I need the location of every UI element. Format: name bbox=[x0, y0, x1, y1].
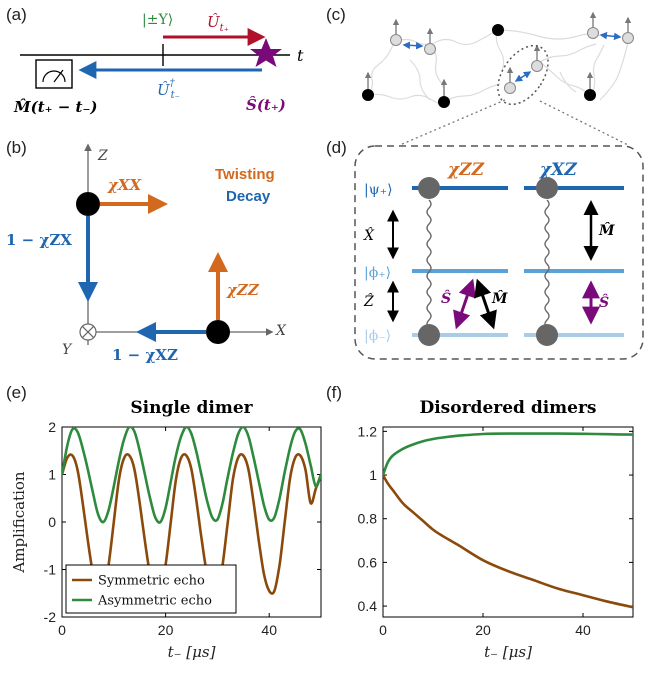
chart-single-dimer: Single dimer 0 20 40 -2 -1 0 1 2 t₋ [μs] Amplifica… bbox=[10, 398, 322, 661]
measurement-meter-icon bbox=[35, 59, 73, 89]
chart-title: Disordered dimers bbox=[419, 398, 596, 418]
m-hat-arrow-left bbox=[474, 278, 497, 330]
panel-d: (d) χZZ χXZ |ψ₊⟩ |ϕ₊⟩ |ϕ₋⟩ X̂ Ẑ Ŝ M̂ M̂ … bbox=[326, 138, 644, 360]
chart-disordered-dimers: Disordered dimers 0 20 40 0.4 0.6 0.8 1 1.2 t₋ [μ… bbox=[358, 398, 634, 661]
series-line-asymmetric-echo bbox=[383, 432, 633, 476]
y-tick-label: 1 bbox=[48, 467, 56, 483]
y-tick-label: 0 bbox=[48, 514, 56, 530]
phi-plus-label: |ϕ₊⟩ bbox=[364, 265, 391, 281]
s-hat-label-left: Ŝ bbox=[441, 289, 451, 307]
gray-spins-pair-3 bbox=[587, 11, 634, 44]
node-bottom-right bbox=[536, 324, 558, 346]
x-tick-label: 0 bbox=[58, 622, 66, 638]
y-axis-label: Y bbox=[62, 342, 73, 358]
state-dot-x bbox=[206, 320, 230, 344]
spring-left bbox=[426, 199, 432, 329]
time-axis-label: t bbox=[297, 46, 304, 65]
y-tick-label: 1.2 bbox=[358, 423, 378, 439]
x-axis-title: t₋ [μs] bbox=[168, 643, 216, 661]
panel-e-label: (e) bbox=[6, 383, 27, 402]
panel-a: (a) t |±Y⟩ Ût₊ Û†t₋ Ŝ(t₊) M̂(t₊ − t₋) bbox=[6, 5, 304, 116]
plot-frame bbox=[382, 426, 634, 618]
decay-legend: Decay bbox=[226, 188, 271, 205]
y-tick-label: 1 bbox=[369, 467, 377, 483]
x-tick-label: 40 bbox=[575, 622, 591, 638]
zoom-box bbox=[354, 145, 644, 360]
y-tick-label: 0.8 bbox=[358, 511, 378, 527]
signal-star-icon bbox=[250, 38, 282, 67]
series-line-asymmetric-echo bbox=[62, 427, 321, 524]
s-hat-label-right: Ŝ bbox=[599, 293, 609, 311]
x-axis-label: X bbox=[275, 323, 287, 339]
panel-f: (f) Disordered dimers 0 20 40 0.4 0.6 0.8 1 1.2 t… bbox=[326, 383, 634, 661]
y-axis-cross-b bbox=[81, 325, 95, 339]
initial-state-label: |±Y⟩ bbox=[142, 12, 173, 28]
x-hat-label: X̂ bbox=[363, 226, 375, 244]
chi-zz-column-title: χZZ bbox=[447, 160, 485, 180]
m-hat-label-right: M̂ bbox=[598, 221, 615, 239]
y-tick-label: 0.6 bbox=[358, 554, 378, 570]
legend-label: Symmetric echo bbox=[98, 574, 205, 589]
backward-evolution-label: Û†t₋ bbox=[157, 78, 180, 101]
phi-minus-label: |ϕ₋⟩ bbox=[364, 328, 391, 344]
panel-f-label: (f) bbox=[326, 383, 342, 402]
legend-label: Asymmetric echo bbox=[97, 594, 212, 609]
signal-label: Ŝ(t₊) bbox=[246, 96, 286, 114]
x-tick-label: 20 bbox=[475, 622, 491, 638]
chi-zz-label: χZZ bbox=[226, 281, 260, 299]
panel-c: (c) bbox=[326, 5, 634, 146]
panel-c-label: (c) bbox=[326, 5, 346, 24]
twisting-legend: Twisting bbox=[215, 166, 275, 183]
panel-d-label: (d) bbox=[326, 138, 347, 157]
chi-xz-label: 1 − χXZ bbox=[112, 346, 178, 364]
panel-a-label: (a) bbox=[6, 5, 27, 24]
zoom-line-right bbox=[539, 100, 629, 146]
legend-box bbox=[65, 564, 237, 614]
panel-e: (e) Single dimer 0 20 40 -2 -1 0 1 2 t₋ [μs] Ampli… bbox=[6, 383, 322, 661]
panel-b: (b) Z X Y χXX 1 − χZX χZZ 1 − χXZ Twisti… bbox=[6, 138, 287, 364]
chart-title: Single dimer bbox=[130, 398, 253, 418]
s-hat-arrow-left bbox=[453, 278, 476, 330]
panel-b-label: (b) bbox=[6, 138, 27, 157]
chi-xz-column-title: χXZ bbox=[539, 160, 577, 180]
y-tick-label: 2 bbox=[48, 419, 56, 435]
y-tick-label: -1 bbox=[44, 562, 57, 578]
measurement-label: M̂(t₊ − t₋) bbox=[13, 98, 98, 116]
node-bottom-left bbox=[418, 324, 440, 346]
series-line-symmetric-echo bbox=[383, 474, 633, 609]
forward-evolution-label: Ût₊ bbox=[207, 13, 229, 34]
x-tick-label: 20 bbox=[158, 622, 174, 638]
y-tick-label: 0.4 bbox=[358, 598, 378, 614]
gray-spins-pair-1 bbox=[390, 18, 436, 55]
black-spins bbox=[362, 24, 596, 108]
chi-xx-label: χXX bbox=[107, 176, 143, 194]
x-tick-label: 40 bbox=[261, 622, 277, 638]
x-tick-label: 0 bbox=[379, 622, 387, 638]
zoom-line-left bbox=[399, 99, 506, 146]
node-top-left bbox=[418, 177, 440, 199]
interaction-web bbox=[367, 29, 629, 108]
y-axis-title: Amplification bbox=[10, 471, 28, 573]
spring-right bbox=[544, 199, 550, 329]
z-hat-label: Ẑ bbox=[363, 292, 374, 310]
m-hat-label-left: M̂ bbox=[491, 289, 508, 307]
x-axis-title: t₋ [μs] bbox=[484, 643, 532, 661]
psi-plus-label: |ψ₊⟩ bbox=[364, 182, 393, 198]
state-dot-z bbox=[76, 192, 100, 216]
meter-dial bbox=[42, 70, 66, 83]
chi-zx-label: 1 − χZX bbox=[6, 231, 72, 249]
z-axis-label: Z bbox=[97, 148, 108, 164]
gray-spins-pair-2 bbox=[504, 44, 543, 94]
node-top-right bbox=[536, 177, 558, 199]
y-tick-label: -2 bbox=[44, 609, 57, 625]
meter-needle bbox=[53, 69, 64, 83]
